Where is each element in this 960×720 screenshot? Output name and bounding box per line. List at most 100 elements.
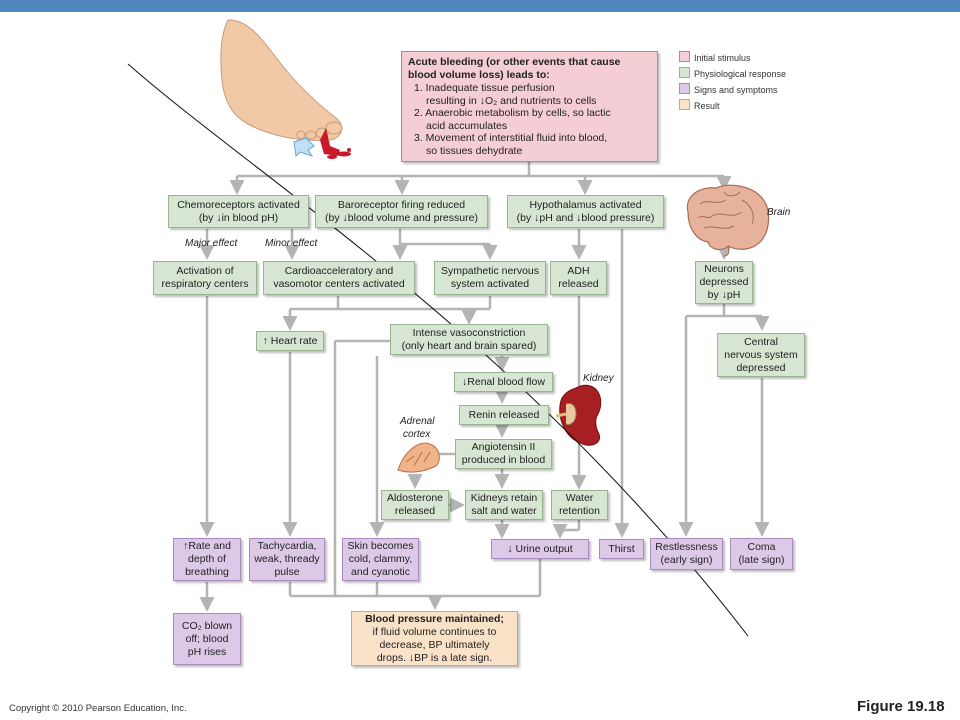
initial-item1-line2: resulting in ↓O₂ and nutrients to cells xyxy=(426,94,597,107)
top-banner xyxy=(0,0,960,12)
cardioacceleratory-line2: vasomotor centers activated xyxy=(273,278,405,290)
minor-effect-label: Minor effect xyxy=(265,238,318,249)
sympathetic-line1: Sympathetic nervous xyxy=(440,265,540,277)
glass-shard-illustration xyxy=(293,137,315,158)
initial-item2-line1: 2. Anaerobic metabolism by cells, so lac… xyxy=(414,107,611,119)
co2-line3: pH rises xyxy=(187,645,227,658)
breathing-line2: depth of xyxy=(188,553,226,565)
major-effect-label: Major effect xyxy=(185,238,238,249)
kidneys-retain-box: Kidneys retain salt and water xyxy=(465,490,543,520)
hypothalamus-line1: Hypothalamus activated xyxy=(529,198,642,211)
neurons-line1: Neurons xyxy=(704,263,744,275)
co2-line1: CO₂ blown xyxy=(181,619,233,632)
initial-item3-line2: so tissues dehydrate xyxy=(426,144,523,157)
respiratory-line1: Activation of xyxy=(176,265,234,277)
chemoreceptors-line2: (by ↓in blood pH) xyxy=(198,211,279,224)
tachycardia-line1: Tachycardia, xyxy=(257,540,317,552)
kidneys-retain-line1: Kidneys retain xyxy=(470,492,538,504)
cns-line1: Central xyxy=(744,335,778,348)
legend-physiological-label: Physiological response xyxy=(694,69,787,79)
aldosterone-box: Aldosterone released xyxy=(381,490,449,520)
baroreceptor-line2: (by ↓blood volume and pressure) xyxy=(325,211,478,224)
sympathetic-box: Sympathetic nervous system activated xyxy=(434,261,546,295)
result-line4: drops. ↓BP is a late sign. xyxy=(376,651,493,664)
initial-stimulus-box: Acute bleeding (or other events that cau… xyxy=(401,51,658,162)
respiratory-line2: respiratory centers xyxy=(161,278,249,290)
adrenal-label-line1: Adrenal xyxy=(400,416,435,427)
angiotensin-line2: produced in blood xyxy=(461,454,546,466)
tachycardia-line3: pulse xyxy=(274,566,300,578)
respiratory-centers-box: Activation of respiratory centers xyxy=(153,261,257,295)
initial-item1-line1: 1. Inadequate tissue perfusion xyxy=(414,82,555,94)
tachycardia-box: Tachycardia, weak, thready pulse xyxy=(249,538,325,581)
water-retention-line2: retention xyxy=(559,505,600,517)
legend-swatch-signs xyxy=(679,83,690,94)
skin-box: Skin becomes cold, clammy, and cyanotic xyxy=(342,538,419,581)
neurons-line2: depressed xyxy=(699,276,749,288)
chemoreceptors-line1: Chemoreceptors activated xyxy=(177,198,300,211)
adh-line2: released xyxy=(558,278,599,290)
vasoconstriction-box: Intense vasoconstriction (only heart and… xyxy=(390,324,548,355)
tachycardia-line2: weak, thready xyxy=(254,553,320,565)
skin-line2: cold, clammy, xyxy=(348,553,413,565)
co2-box: CO₂ blown off; blood pH rises xyxy=(173,613,241,665)
vasoconstriction-line1: Intense vasoconstriction xyxy=(412,326,526,339)
heart-rate-box: ↑ Heart rate xyxy=(256,331,324,351)
brain-label: Brain xyxy=(767,207,791,218)
thirst-label: Thirst xyxy=(608,542,635,555)
coma-box: Coma (late sign) xyxy=(730,538,793,570)
result-line3: decrease, BP ultimately xyxy=(379,638,490,651)
copyright-notice: Copyright © 2010 Pearson Education, Inc. xyxy=(9,703,187,714)
angiotensin-line1: Angiotensin II xyxy=(471,441,536,453)
brain-illustration xyxy=(686,184,770,257)
aldosterone-line2: released xyxy=(394,505,436,517)
figure-number: Figure 19.18 xyxy=(857,698,945,715)
result-line2: if fluid volume continues to xyxy=(372,625,497,638)
urine-output-label: ↓ Urine output xyxy=(507,542,573,555)
neurons-line3: by ↓pH xyxy=(707,289,741,301)
coma-line2: (late sign) xyxy=(738,554,785,566)
urine-output-box: ↓ Urine output xyxy=(491,539,589,559)
water-retention-line1: Water xyxy=(565,492,594,504)
kidney-illustration xyxy=(555,385,602,446)
initial-heading-line2: blood volume loss) leads to: xyxy=(408,69,550,81)
result-line1: Blood pressure maintained; xyxy=(365,612,504,625)
angiotensin-box: Angiotensin II produced in blood xyxy=(455,439,552,469)
initial-heading-line1: Acute bleeding (or other events that cau… xyxy=(408,56,621,68)
heart-rate-label: ↑ Heart rate xyxy=(262,334,318,347)
co2-line2: off; blood xyxy=(185,632,229,645)
result-box: Blood pressure maintained; if fluid volu… xyxy=(351,611,518,666)
renal-blood-flow-box: ↓Renal blood flow xyxy=(454,372,553,392)
breathing-line3: breathing xyxy=(185,566,229,578)
kidney-label: Kidney xyxy=(583,373,614,384)
baroreceptor-line1: Baroreceptor firing reduced xyxy=(337,198,466,211)
breathing-rate-box: ↑Rate and depth of breathing xyxy=(173,538,241,581)
cns-line2: nervous system xyxy=(724,348,798,361)
skin-line3: and cyanotic xyxy=(351,566,410,578)
initial-item2-line2: acid accumulates xyxy=(426,119,508,132)
kidneys-retain-line2: salt and water xyxy=(471,505,537,517)
baroreceptor-box: Baroreceptor firing reduced (by ↓blood v… xyxy=(315,195,488,228)
coma-line1: Coma xyxy=(747,541,776,553)
hypothalamus-box: Hypothalamus activated (by ↓pH and ↓bloo… xyxy=(507,195,664,228)
adrenal-label-line2: cortex xyxy=(403,429,431,440)
neurons-depressed-box: Neurons depressed by ↓pH xyxy=(695,261,753,304)
restlessness-line1: Restlessness xyxy=(655,541,718,553)
restlessness-line2: (early sign) xyxy=(660,554,713,566)
skin-line1: Skin becomes xyxy=(347,540,414,552)
initial-item3-line1: 3. Movement of interstitial fluid into b… xyxy=(414,132,608,144)
cardioacceleratory-line1: Cardioacceleratory and xyxy=(284,265,394,277)
legend-initial-label: Initial stimulus xyxy=(694,53,751,63)
adh-box: ADH released xyxy=(550,261,607,295)
chemoreceptors-box: Chemoreceptors activated (by ↓in blood p… xyxy=(168,195,309,228)
foot-illustration xyxy=(220,19,343,141)
aldosterone-line1: Aldosterone xyxy=(386,492,444,504)
water-retention-box: Water retention xyxy=(551,490,608,520)
renin-label: Renin released xyxy=(468,408,540,421)
legend-swatch-physiological xyxy=(679,67,690,78)
adrenal-gland-illustration xyxy=(397,442,440,473)
cns-depressed-box: Central nervous system depressed xyxy=(717,333,805,377)
sympathetic-line2: system activated xyxy=(450,278,530,290)
renin-box: Renin released xyxy=(459,405,549,425)
